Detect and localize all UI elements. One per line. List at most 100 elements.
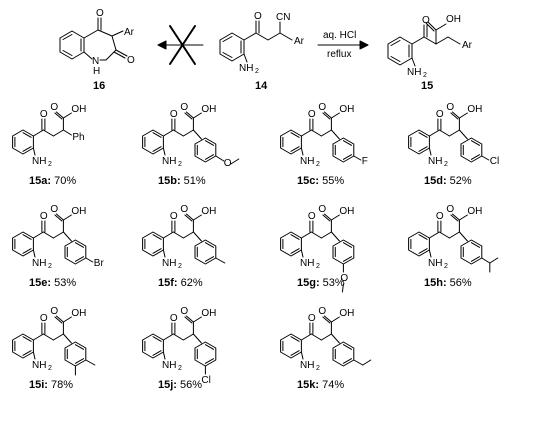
atom-o: O — [170, 211, 178, 222]
product-label-15f: 15f: 62% — [158, 278, 203, 289]
atom-br: Br — [94, 258, 105, 269]
atom-n-16: N — [92, 56, 99, 67]
atom-o: O — [50, 204, 58, 215]
product-yield: 51% — [180, 175, 206, 187]
atom-o-16a: O — [96, 8, 104, 19]
product-code: 15f: — [158, 277, 178, 289]
atom-oh: OH — [201, 104, 216, 115]
atom-nh2: NH — [300, 258, 314, 269]
atom-nh2: NH — [428, 156, 442, 167]
atom-cn-14: CN — [276, 12, 290, 23]
product-code: 15d: — [424, 175, 447, 187]
atom-o: O — [340, 273, 348, 284]
atom-oh: OH — [201, 308, 216, 319]
atom-oh: OH — [339, 308, 354, 319]
atom-oh: OH — [71, 206, 86, 217]
aniline-ring — [280, 129, 302, 155]
atom-sub2: 2 — [48, 161, 52, 168]
product-label-15h: 15h: 56% — [424, 278, 472, 289]
aryl-ring — [332, 137, 355, 163]
atom-sub2: 2 — [178, 161, 182, 168]
crossed-arrow — [157, 25, 204, 65]
atom-nh2: NH — [162, 156, 176, 167]
compound-15-structure: O OH Ar NH 2 — [387, 14, 473, 79]
atom-o-15: O — [422, 15, 430, 26]
condition-temperature: reflux — [327, 49, 352, 60]
compound-label-15: 15 — [421, 80, 434, 92]
atom-nh2-15: NH — [407, 67, 421, 78]
compound-16-structure: O Ar O N H — [59, 8, 135, 77]
atom-nh2: NH — [32, 258, 46, 269]
product-yield: 55% — [319, 175, 345, 187]
compound-label-14: 14 — [255, 80, 268, 92]
atom-o: O — [308, 211, 316, 222]
aniline-ring — [280, 333, 302, 359]
product-code: 15j: — [158, 379, 177, 391]
aniline-ring — [408, 231, 430, 257]
aniline-ring — [12, 333, 34, 359]
aryl-ring — [460, 137, 483, 163]
atom-nh2: NH — [32, 360, 46, 371]
product-label-15j: 15j: 56% — [158, 380, 202, 391]
aryl-ring — [194, 137, 217, 163]
aryl-ring — [64, 239, 87, 265]
atom-o: O — [318, 102, 326, 113]
product-label-15b: 15b: 51% — [158, 176, 206, 187]
atom-ar-16: Ar — [124, 27, 135, 38]
atom-h-16: H — [93, 66, 100, 77]
atom-sub2-14: 2 — [255, 68, 259, 75]
atom-sub2: 2 — [178, 365, 182, 372]
atom-sub2: 2 — [316, 161, 320, 168]
atom-o: O — [40, 313, 48, 324]
atom-ar-15: Ar — [462, 40, 473, 51]
atom-o: O — [446, 204, 454, 215]
aryl-ring — [194, 239, 217, 265]
product-code: 15k: — [297, 379, 320, 391]
compound-14-structure: O CN Ar NH 2 — [219, 11, 305, 75]
aniline-ring — [408, 129, 430, 155]
product-code: 15e: — [29, 277, 52, 289]
product-code: 15c: — [297, 175, 320, 187]
atom-o: O — [224, 158, 232, 169]
atom-o: O — [436, 211, 444, 222]
atom-nh2: NH — [300, 360, 314, 371]
atom-nh2: NH — [162, 258, 176, 269]
product-yield: 53% — [51, 277, 77, 289]
atom-ar-14: Ar — [294, 36, 305, 47]
atom-oh-15: OH — [446, 14, 461, 25]
atom-o: O — [180, 306, 188, 317]
atom-o: O — [170, 109, 178, 120]
product-code: 15b: — [158, 175, 181, 187]
product-label-15k: 15k: 74% — [297, 380, 344, 391]
product-label-15g: 15g: 53% — [297, 278, 345, 289]
product-label-15c: 15c: 55% — [297, 176, 344, 187]
atom-sub2-15: 2 — [423, 72, 427, 79]
atom-o-16b: O — [127, 55, 135, 66]
atom-o: O — [318, 306, 326, 317]
atom-oh: OH — [339, 206, 354, 217]
product-label-15a: 15a: 70% — [29, 176, 76, 187]
atom-ph: Ph — [72, 132, 84, 143]
atom-oh: OH — [467, 104, 482, 115]
product-yield: 78% — [47, 379, 74, 391]
atom-o: O — [50, 102, 58, 113]
product-yield: 53% — [319, 277, 345, 289]
condition-reagent: aq. HCl — [323, 30, 357, 41]
aryl-ring — [194, 341, 217, 367]
atom-o: O — [180, 102, 188, 113]
aniline-ring — [12, 231, 34, 257]
atom-nh2: NH — [428, 258, 442, 269]
atom-sub2: 2 — [48, 263, 52, 270]
atom-o: O — [436, 109, 444, 120]
atom-sub2: 2 — [178, 263, 182, 270]
atom-o: O — [180, 204, 188, 215]
atom-o: O — [50, 306, 58, 317]
atom-o: O — [40, 211, 48, 222]
atom-sub2: 2 — [444, 161, 448, 168]
product-code: 15g: — [297, 277, 320, 289]
